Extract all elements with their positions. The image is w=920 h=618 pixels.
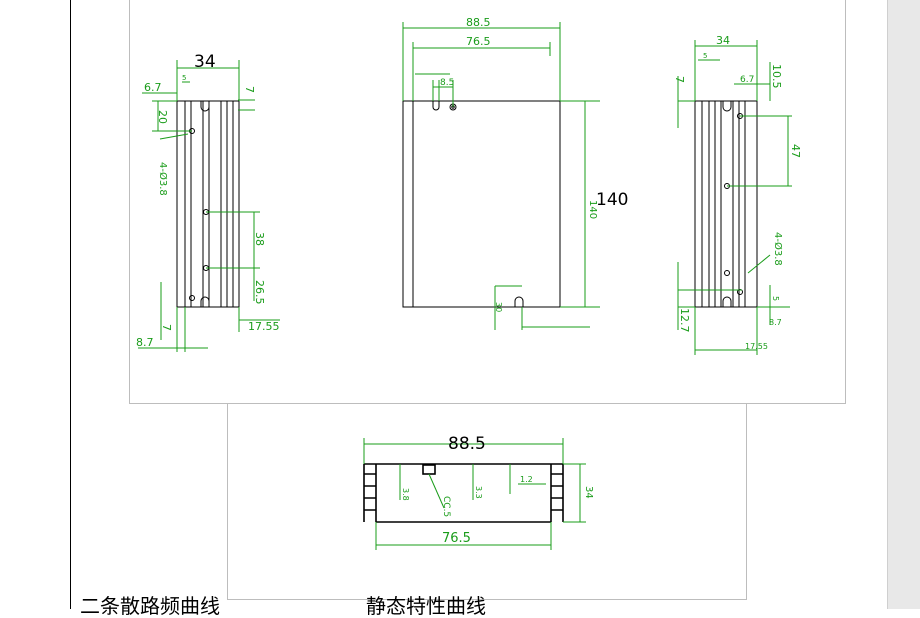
svg-text:76.5: 76.5 bbox=[442, 531, 471, 546]
svg-text:12.7: 12.7 bbox=[678, 308, 691, 333]
page-left-edge bbox=[70, 0, 71, 609]
svg-text:8.7: 8.7 bbox=[136, 336, 154, 349]
svg-text:5: 5 bbox=[771, 296, 780, 301]
drawing-bottom-svg: 34 76.5 3.8 3.3 1.2 CC.5 88.5 bbox=[363, 434, 594, 550]
svg-text:30: 30 bbox=[494, 302, 503, 312]
left-width-label: 34 bbox=[194, 52, 216, 72]
svg-text:47: 47 bbox=[789, 144, 802, 158]
svg-text:1.2: 1.2 bbox=[520, 475, 533, 484]
svg-text:76.5: 76.5 bbox=[466, 35, 491, 48]
svg-text:8.7: 8.7 bbox=[769, 318, 782, 327]
svg-text:140: 140 bbox=[587, 200, 598, 219]
drawing-top-svg: 6.7 5 7 20 4-Ø3.8 38 26.5 17.55 7 8.7 34 bbox=[136, 16, 802, 355]
svg-text:17.55: 17.55 bbox=[745, 342, 768, 351]
svg-text:CC.5: CC.5 bbox=[441, 496, 451, 517]
front-dim-text: 88.5 76.5 8.5 140 30 140 bbox=[440, 16, 628, 312]
front-view bbox=[402, 100, 561, 308]
svg-text:38: 38 bbox=[253, 232, 266, 246]
bottom-width-label: 88.5 bbox=[448, 434, 486, 454]
svg-text:6.7: 6.7 bbox=[144, 81, 162, 94]
cross-section-dim-text: 34 76.5 3.8 3.3 1.2 CC.5 88.5 bbox=[401, 434, 594, 546]
svg-text:17.55: 17.55 bbox=[248, 320, 280, 333]
vertical-scrollbar-track[interactable] bbox=[887, 0, 920, 609]
svg-text:88.5: 88.5 bbox=[466, 16, 491, 29]
svg-text:6.7: 6.7 bbox=[740, 75, 754, 85]
right-side-view bbox=[694, 100, 758, 308]
svg-text:5: 5 bbox=[182, 74, 186, 82]
svg-text:20: 20 bbox=[156, 110, 169, 124]
front-dimensions bbox=[402, 22, 600, 330]
svg-text:5: 5 bbox=[703, 52, 707, 60]
right-side-dim-text: 34 5 6.7 10.5 7 47 4-Ø3.8 5 8.7 12.7 17.… bbox=[673, 34, 802, 351]
svg-text:7: 7 bbox=[160, 324, 173, 331]
caption-right: 静态特性曲线 bbox=[366, 594, 486, 618]
left-side-view bbox=[176, 100, 240, 308]
svg-text:4-Ø3.8: 4-Ø3.8 bbox=[157, 162, 169, 196]
caption-left: 二条散路频曲线 bbox=[80, 594, 220, 618]
svg-text:26.5: 26.5 bbox=[253, 280, 266, 305]
cross-section-profile bbox=[363, 463, 564, 523]
svg-text:4-Ø3.8: 4-Ø3.8 bbox=[772, 232, 784, 266]
svg-text:3.8: 3.8 bbox=[401, 488, 410, 501]
svg-text:34: 34 bbox=[716, 34, 730, 47]
left-side-dim-text: 6.7 5 7 20 4-Ø3.8 38 26.5 17.55 7 8.7 34 bbox=[136, 52, 280, 349]
svg-text:7: 7 bbox=[243, 86, 256, 93]
front-height-label: 140 bbox=[596, 190, 628, 210]
svg-text:8.5: 8.5 bbox=[440, 78, 454, 88]
drawing-top-frame: 6.7 5 7 20 4-Ø3.8 38 26.5 17.55 7 8.7 34 bbox=[129, 0, 846, 404]
svg-text:10.5: 10.5 bbox=[770, 64, 783, 89]
left-side-dimensions bbox=[138, 60, 280, 352]
svg-text:3.3: 3.3 bbox=[474, 486, 483, 499]
cross-section-dimensions bbox=[363, 438, 586, 550]
svg-text:7: 7 bbox=[673, 76, 686, 83]
svg-text:34: 34 bbox=[583, 486, 594, 499]
drawing-bottom-frame: 34 76.5 3.8 3.3 1.2 CC.5 88.5 bbox=[227, 403, 747, 600]
right-side-dimensions bbox=[677, 40, 792, 355]
